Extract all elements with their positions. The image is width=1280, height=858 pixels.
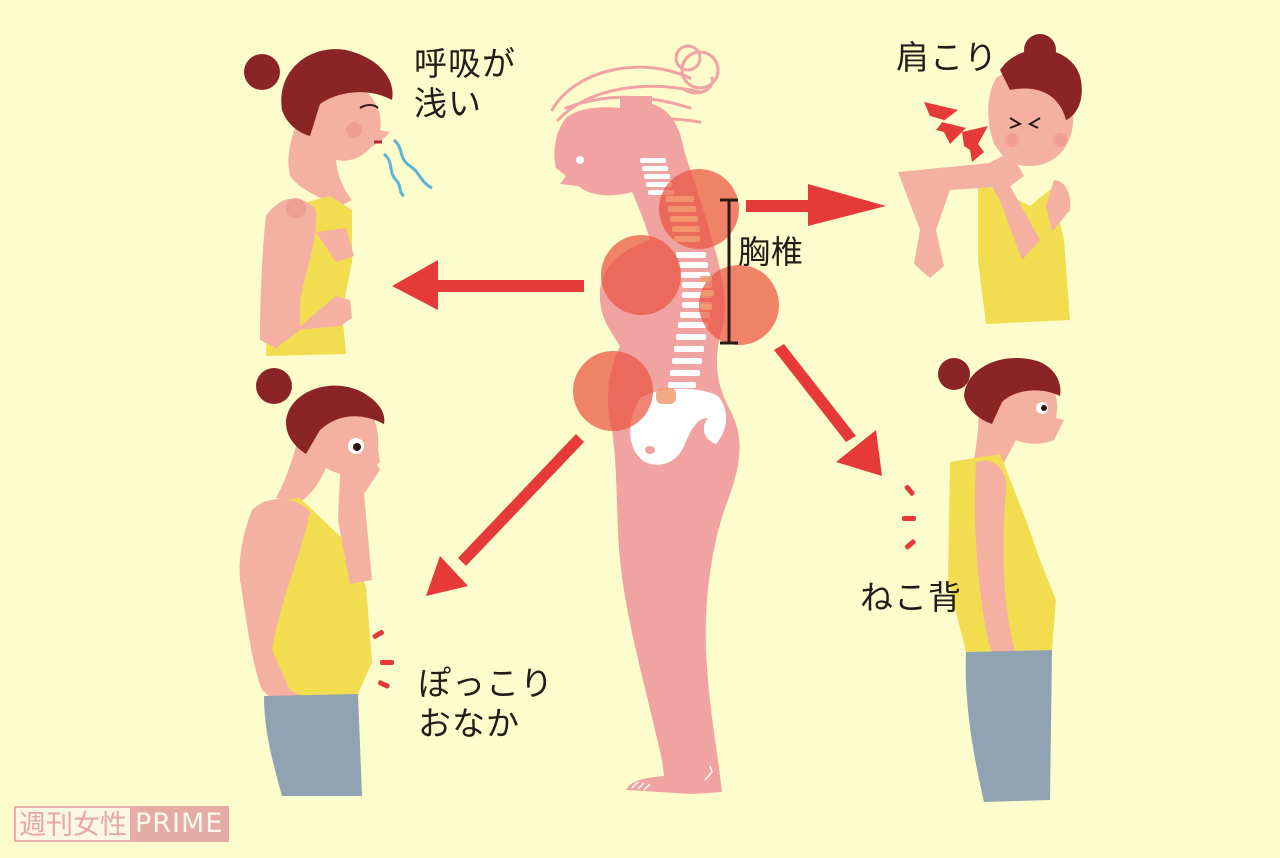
brand-watermark: 週刊女性 PRIME xyxy=(14,806,230,842)
watermark-brand-jp: 週刊女性 xyxy=(14,806,130,842)
label-pot-belly: ぽっこり おなか xyxy=(418,664,554,743)
pelvis-bone xyxy=(630,388,727,465)
arrow-to-shoulder xyxy=(746,184,886,226)
pain-zigzag-icon xyxy=(924,102,988,162)
figure-pot-belly xyxy=(239,368,394,796)
circle-chest xyxy=(601,235,681,315)
label-hunched-back: ねこ背 xyxy=(860,578,962,617)
watermark-brand-prime: PRIME xyxy=(130,806,230,842)
breath-lines-icon xyxy=(382,138,433,198)
circle-mid-thoracic xyxy=(699,265,779,345)
thoracic-bracket xyxy=(720,198,738,345)
circle-belly xyxy=(573,351,653,431)
figure-shoulder-stiffness xyxy=(898,34,1082,324)
label-thoracic-spine: 胸椎 xyxy=(738,233,805,271)
label-shallow-breathing: 呼吸が 浅い xyxy=(414,44,516,123)
arrow-to-belly xyxy=(426,434,584,596)
problem-area-circles xyxy=(573,169,779,431)
figure-hunched-back xyxy=(902,357,1064,802)
arrows xyxy=(392,184,886,596)
label-shoulder-stiffness: 肩こり xyxy=(896,38,998,77)
center-figure-silhouette xyxy=(550,44,740,794)
arrow-to-breath xyxy=(392,260,584,310)
arrow-to-hunch xyxy=(774,344,882,476)
figure-shallow-breathing xyxy=(244,49,433,356)
